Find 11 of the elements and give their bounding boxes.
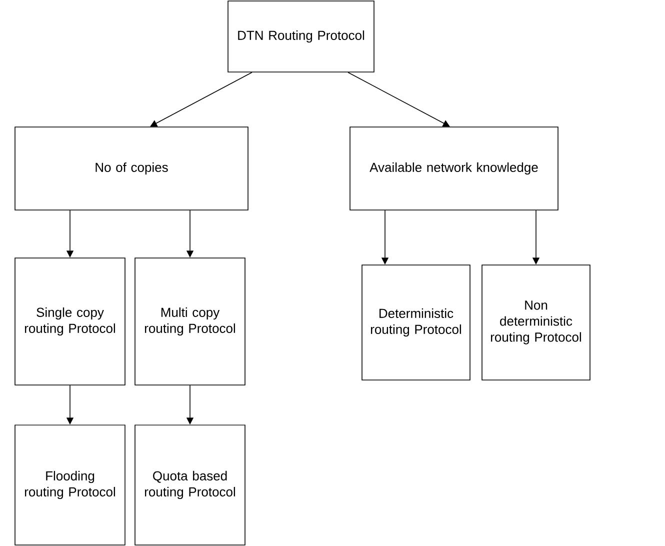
process-box: DTN Routing Protocol (228, 0, 374, 72)
process-box: Non deterministic routing Protocol (482, 264, 590, 380)
process-box: Multi copy routing Protocol (134, 258, 246, 386)
process-box: Available network knowledge (350, 126, 558, 210)
process-box: No of copies (14, 126, 248, 210)
process-box: Single copy routing Protocol (14, 258, 126, 386)
process-box: Flooding routing Protocol (14, 424, 126, 546)
arrow (348, 72, 450, 127)
process-box: Quota based routing Protocol (134, 424, 246, 546)
arrow (150, 72, 252, 127)
process-box: Deterministic routing Protocol (362, 264, 470, 380)
